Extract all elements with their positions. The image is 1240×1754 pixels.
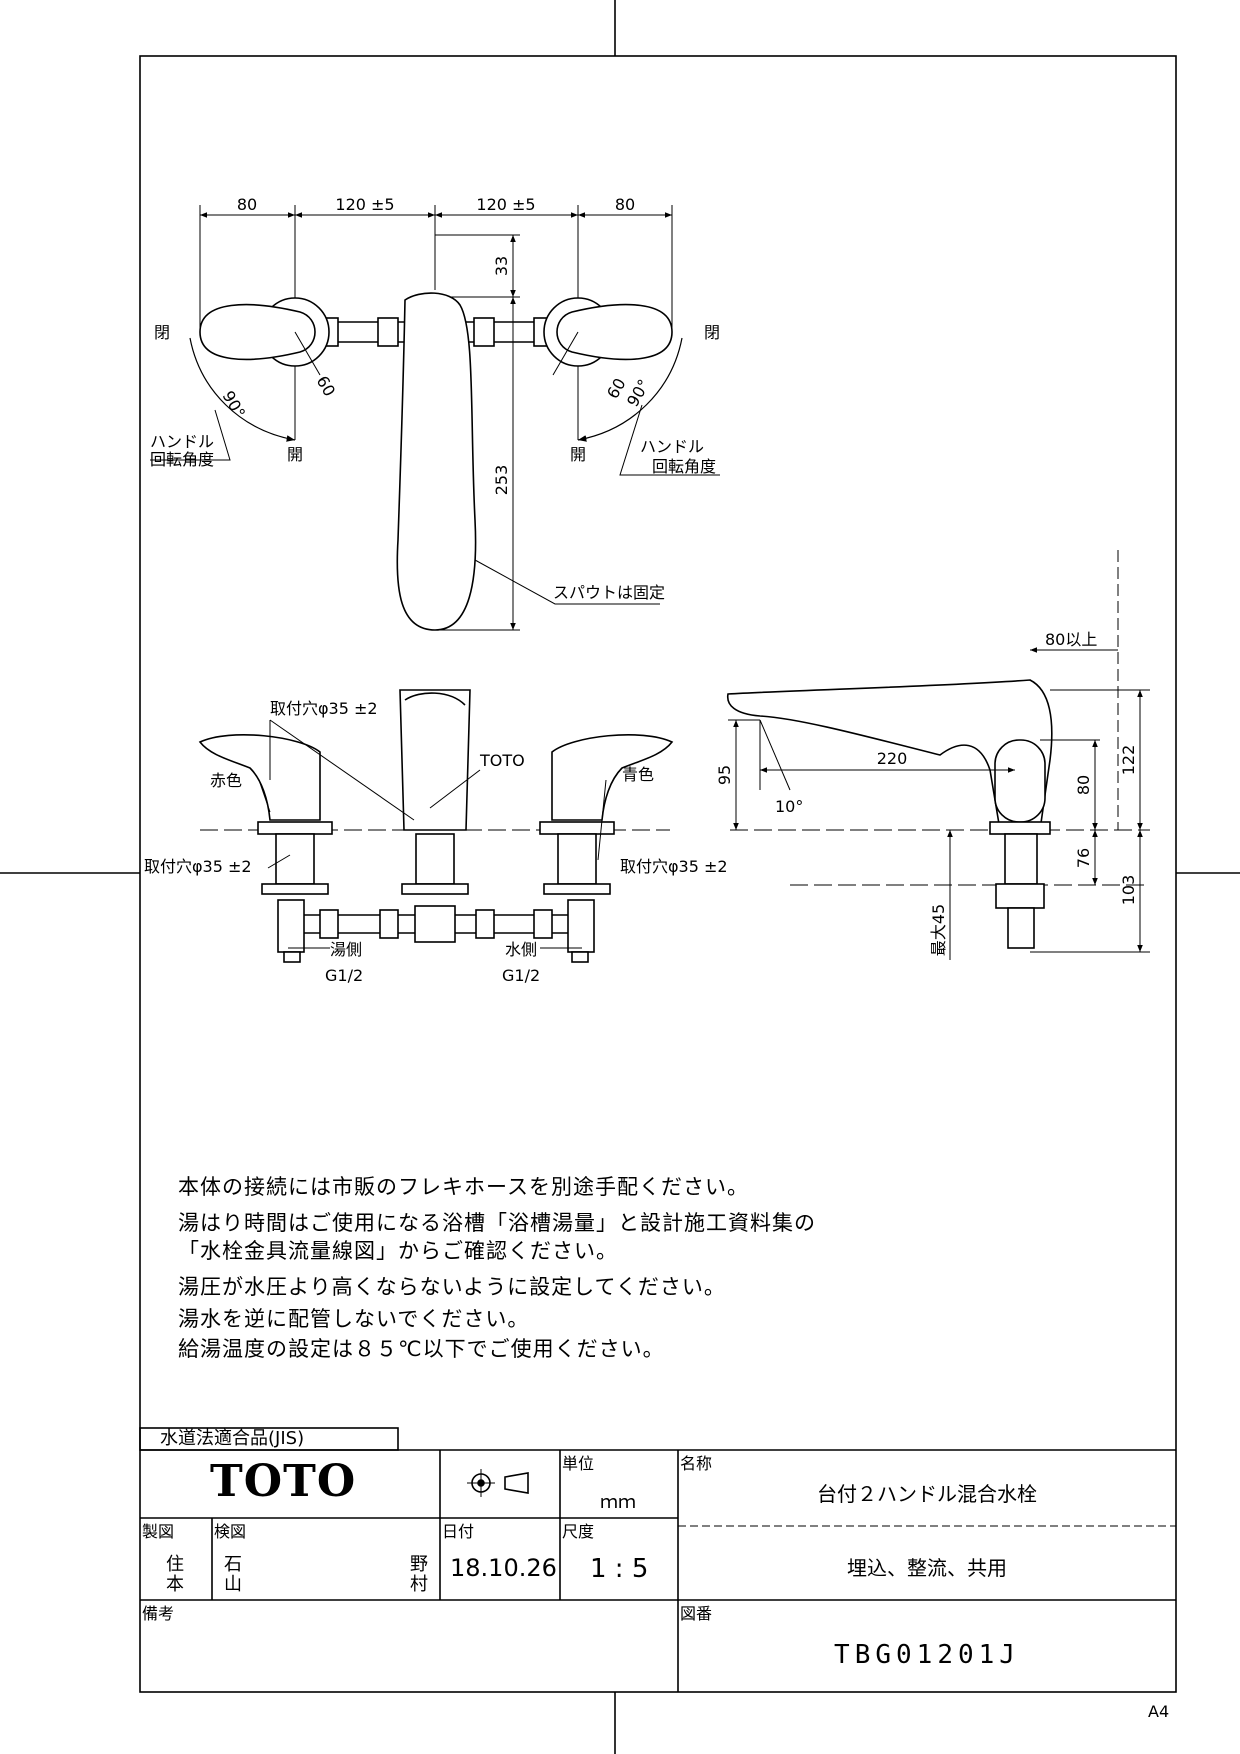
standard-label: 水道法適合品(JIS) xyxy=(160,1428,305,1449)
thread-left-label: G1/2 xyxy=(325,966,363,985)
drafted-label: 製図 xyxy=(142,1522,175,1541)
name-value: 台付２ハンドル混合水栓 xyxy=(817,1482,1037,1506)
dim-80-right: 80 xyxy=(615,195,635,214)
dim-122: 122 xyxy=(1119,745,1138,776)
handle-rotation-right-1: ハンドル xyxy=(640,437,704,456)
handle-rotation-left-1: ハンドル xyxy=(150,432,214,451)
drawing-no-value: TBG01201J xyxy=(834,1640,1020,1670)
dim-33: 33 xyxy=(492,256,511,276)
max-45-label: 最大45 xyxy=(929,904,948,956)
close-right: 閉 xyxy=(704,323,720,342)
thread-right-label: G1/2 xyxy=(502,966,540,985)
red-label: 赤色 xyxy=(210,771,242,790)
checked-value-3: 野 xyxy=(410,1554,428,1575)
spout-fixed-label: スパウトは固定 xyxy=(553,583,665,602)
angle-10: 10° xyxy=(775,797,803,816)
checked-value-4: 村 xyxy=(410,1574,428,1595)
dim-76: 76 xyxy=(1074,848,1093,868)
side-view xyxy=(726,550,1150,960)
hot-side-label: 湯側 xyxy=(330,940,362,959)
note-1: 本体の接続には市販のフレキホースを別途手配ください。 xyxy=(178,1175,749,1199)
brand-mark-label: TOTO xyxy=(479,751,525,770)
unit-label: 単位 xyxy=(562,1454,595,1473)
dim-220: 220 xyxy=(877,749,908,768)
date-value: 18.10.26 xyxy=(450,1554,557,1582)
date-label: 日付 xyxy=(442,1522,475,1541)
dim-95: 95 xyxy=(715,765,734,785)
dim-253: 253 xyxy=(492,465,511,496)
mount-hole-left-label: 取付穴φ35 ±2 xyxy=(144,857,252,876)
front-view xyxy=(198,689,674,963)
dim-120-right: 120 ±5 xyxy=(476,195,535,214)
dim-80-left: 80 xyxy=(237,195,257,214)
note-6: 給湯温度の設定は８５℃以下でご使用ください。 xyxy=(178,1337,665,1361)
paper-size: A4 xyxy=(1148,1702,1170,1721)
dim-80-above: 80以上 xyxy=(1045,630,1097,649)
checked-value-1: 石 xyxy=(224,1554,242,1575)
mount-hole-center-label: 取付穴φ35 ±2 xyxy=(270,699,378,718)
open-left: 開 xyxy=(287,445,303,464)
subtitle-value: 埋込、整流、共用 xyxy=(847,1556,1007,1580)
top-view-labels: 80 120 ±5 120 ±5 80 33 253 閉 閉 開 開 90° 6… xyxy=(150,195,720,602)
dim-80-side: 80 xyxy=(1074,775,1093,795)
angle-90-left: 90° xyxy=(219,388,250,422)
scale-value: 1 : 5 xyxy=(590,1554,649,1584)
note-5: 湯水を逆に配管しないでください。 xyxy=(178,1307,530,1331)
unit-value: ｍｍ xyxy=(600,1492,636,1513)
dim-120-left: 120 ±5 xyxy=(335,195,394,214)
checked-label: 検図 xyxy=(214,1522,247,1541)
note-2: 湯はり時間はご使用になる浴槽「浴槽湯量」と設計施工資料集の xyxy=(178,1211,816,1235)
note-4: 湯圧が水圧より高くならないように設定してください。 xyxy=(178,1275,726,1299)
blue-label: 青色 xyxy=(622,765,654,784)
front-view-labels: 取付穴φ35 ±2 TOTO 赤色 青色 取付穴φ35 ±2 取付穴φ35 ±2… xyxy=(144,699,728,985)
remarks-label: 備考 xyxy=(142,1604,175,1623)
close-left: 閉 xyxy=(154,323,170,342)
drawing-no-label: 図番 xyxy=(680,1604,713,1623)
mount-hole-right-label: 取付穴φ35 ±2 xyxy=(620,857,728,876)
angle-60-left: 60 xyxy=(313,373,340,400)
dim-103: 103 xyxy=(1119,875,1138,906)
side-view-labels: 80以上 122 95 220 80 10° 76 103 最大45 xyxy=(715,630,1138,956)
angle-90-right: 90° xyxy=(623,376,654,410)
open-right: 開 xyxy=(570,445,586,464)
title-block xyxy=(139,1427,1176,1692)
handle-rotation-right-2: 回転角度 xyxy=(652,457,716,476)
cold-side-label: 水側 xyxy=(505,940,537,959)
drafted-value-1: 住 xyxy=(166,1554,184,1575)
top-view xyxy=(150,205,720,631)
name-label: 名称 xyxy=(680,1454,713,1473)
projection-symbol-icon xyxy=(460,1466,461,1467)
scale-label: 尺度 xyxy=(562,1522,595,1541)
checked-value-2: 山 xyxy=(224,1574,242,1595)
note-3: 「水栓金具流量線図」からご確認ください。 xyxy=(178,1239,618,1263)
drafted-value-2: 本 xyxy=(166,1574,184,1595)
toto-logo: TOTO xyxy=(210,1456,357,1507)
handle-rotation-left-2: 回転角度 xyxy=(150,450,214,469)
